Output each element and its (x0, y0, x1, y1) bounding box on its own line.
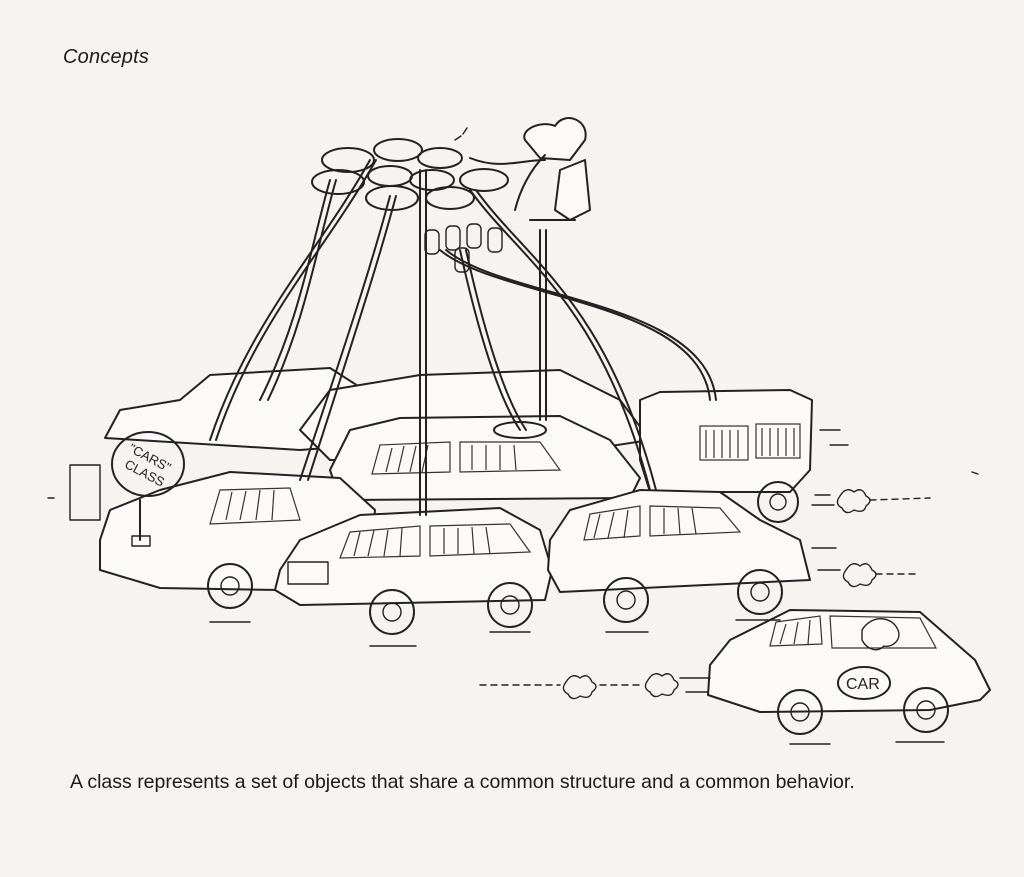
cartoon-drawing: "CARS" CLASS (47, 117, 991, 745)
section-title: Concepts (63, 46, 150, 68)
lone-car: CAR (707, 609, 991, 735)
car-middle-sedan (329, 415, 641, 501)
car-door-label: CAR (846, 676, 880, 693)
figure-caption: A class represents a set of objects that… (70, 771, 855, 793)
cars-class-illustration: "CARS" CLASS (0, 100, 1024, 760)
cars-class-sign (111, 431, 185, 497)
car-door-badge (837, 666, 891, 700)
jeep-right (639, 389, 813, 493)
